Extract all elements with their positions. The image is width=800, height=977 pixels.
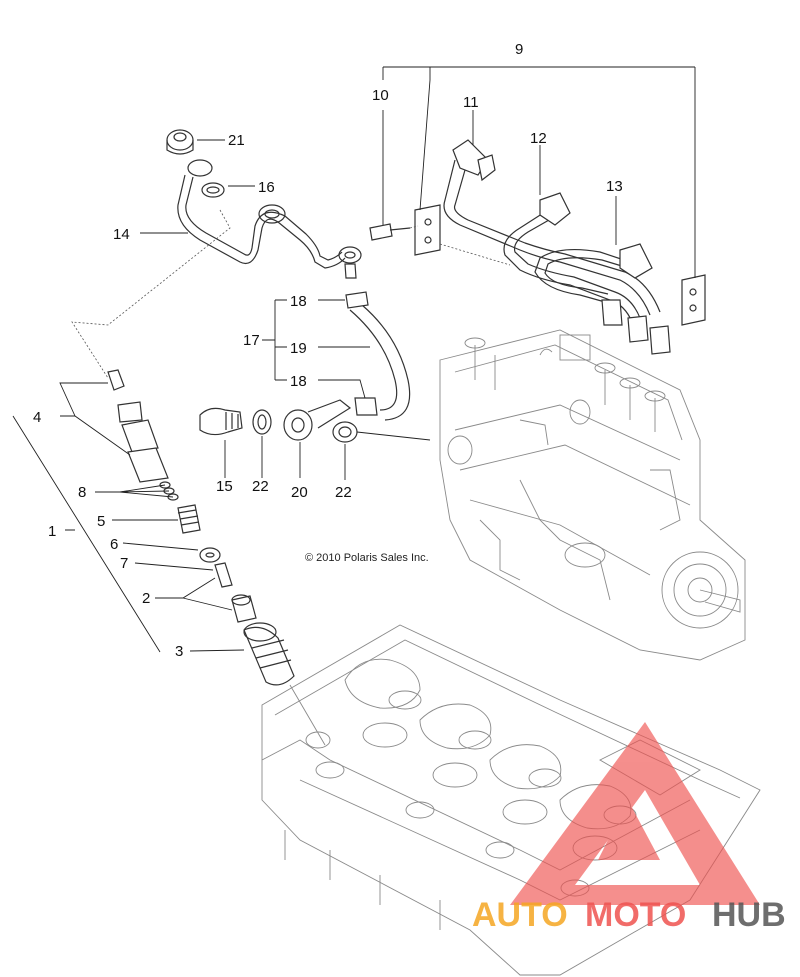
watermark-moto: MOTO (585, 896, 686, 934)
callout-13: 13 (606, 178, 623, 195)
callout-20: 20 (291, 484, 308, 501)
callout-4: 4 (33, 409, 41, 426)
copyright-notice: © 2010 Polaris Sales Inc. (305, 552, 429, 564)
fuel-hose-assembly (345, 291, 411, 421)
callout-16: 16 (258, 179, 275, 196)
callout-10: 10 (372, 87, 389, 104)
callout-15: 15 (216, 478, 233, 495)
callout-18a: 18 (290, 293, 307, 310)
banjo-fitting-group (199, 399, 431, 443)
callout-12: 12 (530, 130, 547, 147)
callout-18b: 18 (290, 373, 307, 390)
callout-8: 8 (78, 484, 86, 501)
callout-3: 3 (175, 643, 183, 660)
callout-22b: 22 (335, 484, 352, 501)
callout-19: 19 (290, 340, 307, 357)
callout-21: 21 (228, 132, 245, 149)
return-line (71, 129, 362, 379)
callout-labels: 9 10 11 12 13 21 16 14 18 17 19 18 4 15 … (33, 41, 623, 660)
leader-lines (12, 66, 696, 653)
callout-11: 11 (463, 94, 479, 111)
callout-22a: 22 (252, 478, 269, 495)
watermark-auto: AUTO (472, 896, 568, 934)
injection-pump (439, 329, 746, 661)
callout-17: 17 (243, 332, 260, 349)
callout-1: 1 (48, 523, 56, 540)
callout-7: 7 (120, 555, 128, 572)
watermark-text: AUTO MOTO HUB (472, 896, 786, 934)
injector-stack (107, 369, 326, 746)
callout-9: 9 (515, 41, 523, 58)
injection-lines-assembly (369, 139, 706, 355)
callout-14: 14 (113, 226, 130, 243)
watermark-triangle-logo (510, 722, 760, 905)
callout-2: 2 (142, 590, 150, 607)
callout-5: 5 (97, 513, 105, 530)
watermark-hub: HUB (712, 896, 786, 934)
callout-6: 6 (110, 536, 118, 553)
automotohub-watermark (510, 722, 760, 905)
